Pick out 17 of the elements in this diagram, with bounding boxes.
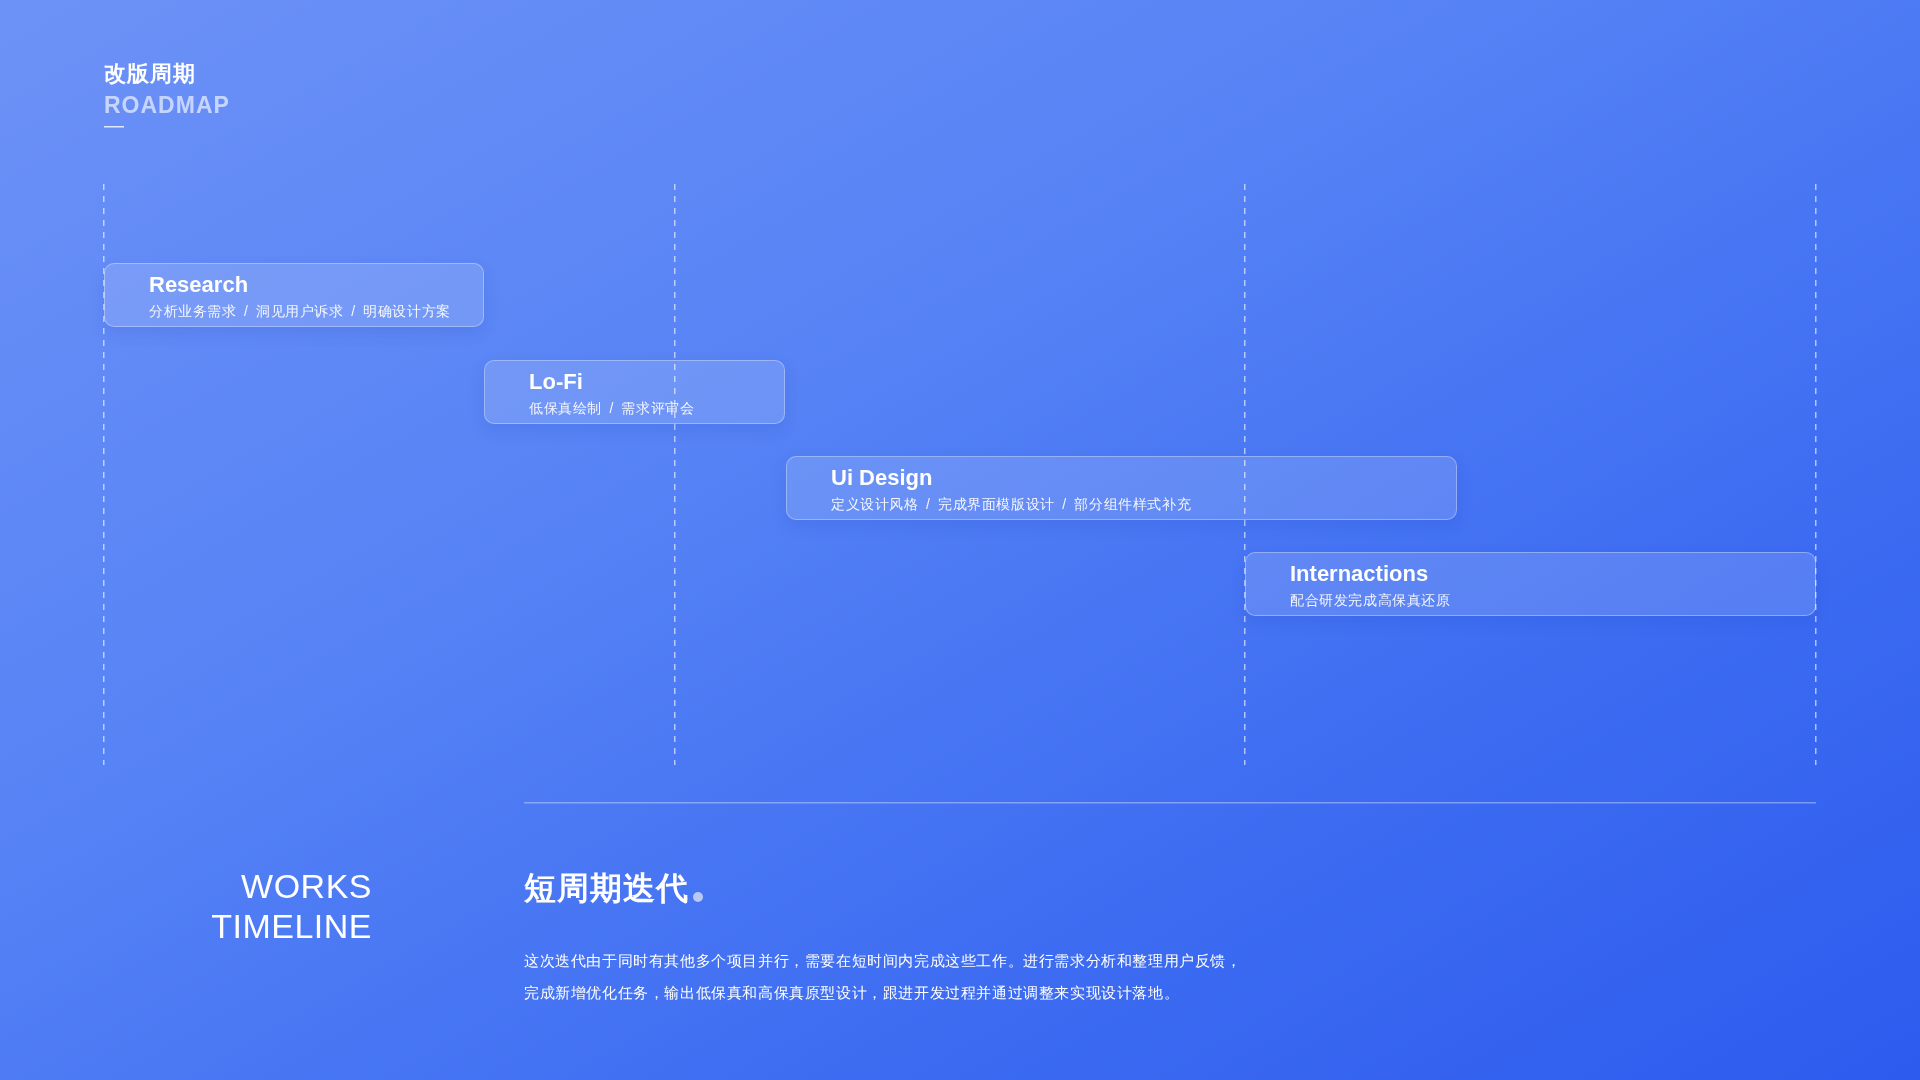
phase-description: 定义设计风格 / 完成界面模版设计 / 部分组件样式补充 xyxy=(831,495,1192,513)
phase-title: Research xyxy=(149,271,249,299)
timeline-bar xyxy=(1245,552,1816,616)
subtitle-text: ROADMAP xyxy=(104,91,230,119)
phase-description: 分析业务需求 / 洞见用户诉求 / 明确设计方案 xyxy=(149,302,451,320)
timeline-bar xyxy=(104,263,484,327)
section-label: WORKS TIMELINE xyxy=(210,866,372,946)
timeline-bar xyxy=(786,456,1457,520)
phase-description: 配合研发完成高保真还原 xyxy=(1290,591,1451,609)
phase-title: Lo-Fi xyxy=(529,368,583,396)
description-text: 这次迭代由于同时有其他多个项目并行，需要在短时间内完成这些工作。进行需求分析和整理用户反馈，完成新增优化任务，输出低保真和高保真原型设计，跟进开发过程并通过调整来实现设计落地。 xyxy=(524,951,1243,1003)
heading-title: 改版周期 xyxy=(104,60,196,88)
phase-title: Internactions xyxy=(1290,560,1429,588)
phase-description: 低保真绘制 / 需求评审会 xyxy=(529,399,695,417)
section-heading: 短周期迭代 xyxy=(524,869,689,908)
phase-title: Ui Design xyxy=(831,464,933,492)
timeline-bar xyxy=(484,360,785,424)
